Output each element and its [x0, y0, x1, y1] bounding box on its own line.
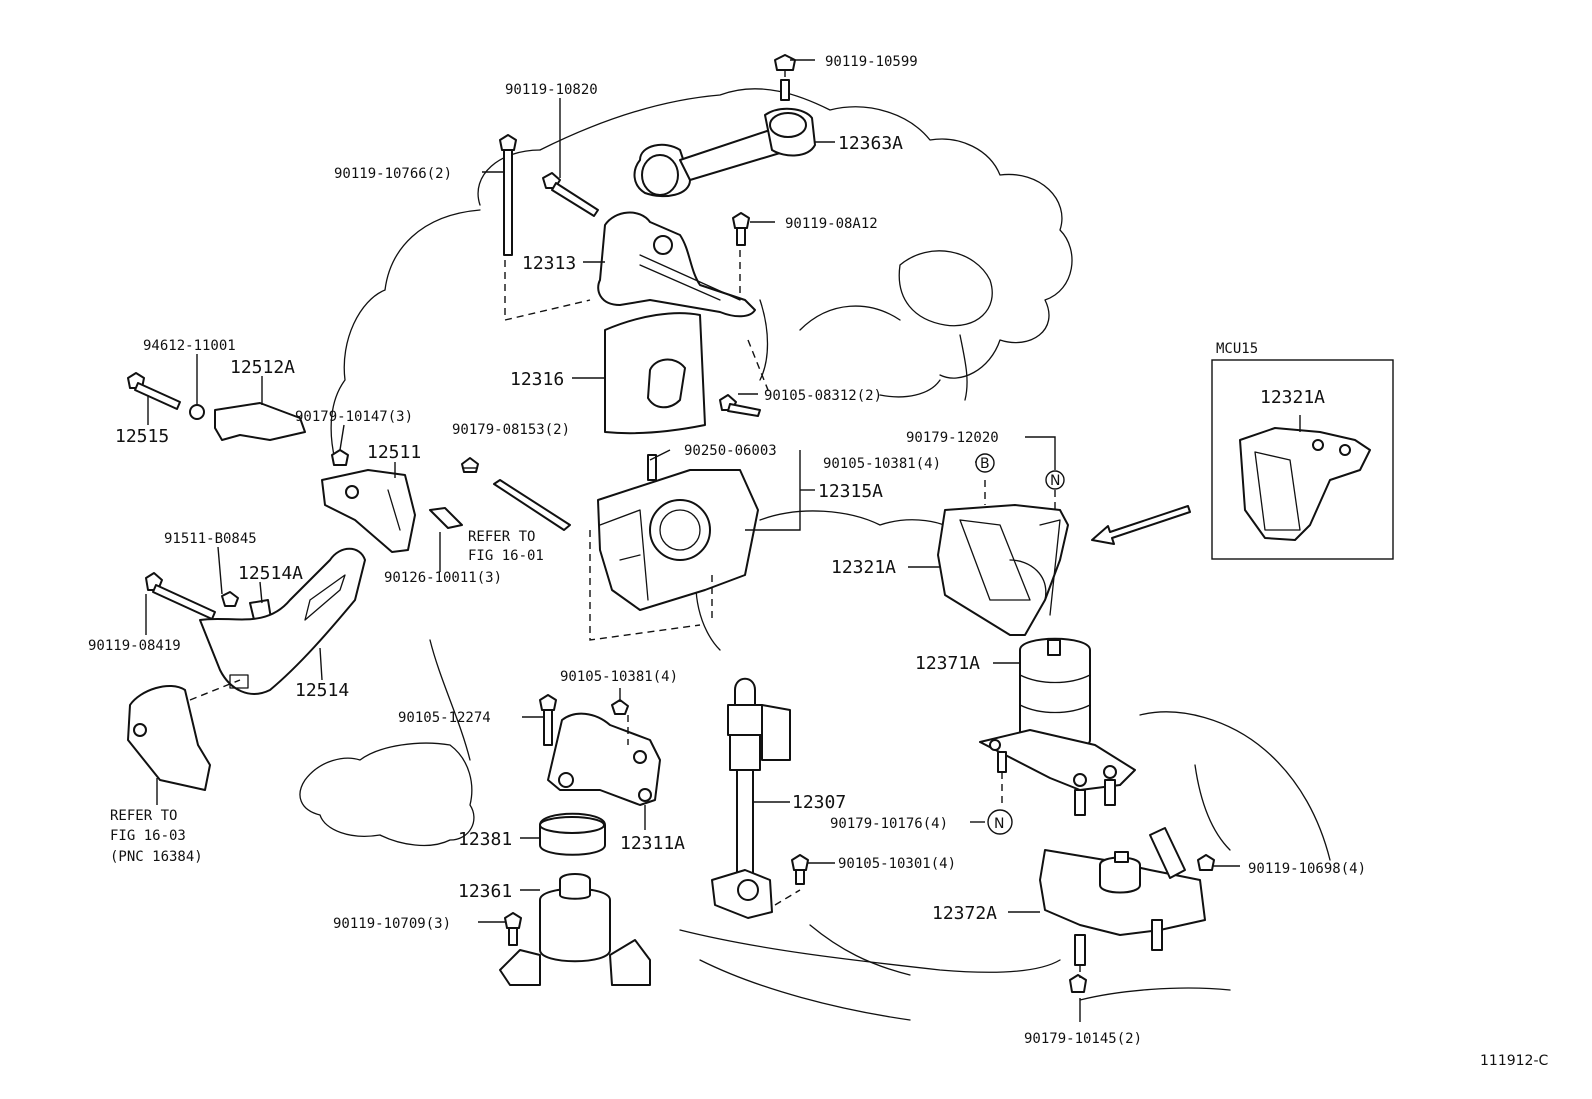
bolt-90105-10381-mid: [611, 699, 629, 715]
label-refer-fig-16-01-line1: REFER TO: [468, 529, 535, 545]
label-12372A: 12372A: [932, 903, 997, 924]
part-labels: 90119-10599 90119-10820 12363A 90119-107…: [88, 54, 1548, 1069]
stay-rod-12363A: [633, 70, 816, 198]
label-12321A-main: 12321A: [831, 557, 896, 578]
label-12313: 12313: [522, 253, 576, 274]
svg-text:N: N: [994, 816, 1004, 832]
bracket-12315A: [589, 469, 759, 641]
nut-90179-08153: [461, 457, 479, 473]
bolt-90105-08312: [719, 394, 761, 417]
label-12511: 12511: [367, 442, 421, 463]
marker-b: B: [975, 453, 995, 473]
mount-12371A: [979, 637, 1136, 816]
label-90179-12020: 90179-12020: [906, 430, 999, 446]
label-12371A: 12371A: [915, 653, 980, 674]
nut-90179-10147: [331, 449, 349, 466]
label-12311A: 12311A: [620, 833, 685, 854]
label-90126-10011: 90126-10011(3): [384, 570, 502, 586]
washer-94612-11001: [189, 404, 205, 420]
nut-90179-10145: [1069, 974, 1087, 993]
label-12514A: 12514A: [238, 563, 303, 584]
label-12514: 12514: [295, 680, 349, 701]
svg-text:N: N: [1050, 473, 1060, 489]
label-90250-06003: 90250-06003: [684, 443, 777, 459]
marker-n-bottom: N: [987, 809, 1013, 835]
label-12316: 12316: [510, 369, 564, 390]
label-94612-11001: 94612-11001: [143, 338, 236, 354]
label-12315A: 12315A: [818, 481, 883, 502]
bolt-90119-10766: [499, 134, 517, 256]
rod-12307: [711, 677, 791, 919]
label-90119-08A12: 90119-08A12: [785, 216, 878, 232]
bolt-90119-10820: [542, 172, 599, 217]
cushion-12381: [539, 812, 606, 856]
label-90119-10709: 90119-10709(3): [333, 916, 451, 932]
inset-box: [1211, 359, 1394, 560]
label-refer-fig-16-03-line1: REFER TO: [110, 808, 177, 824]
inset-part-label: 12321A: [1260, 387, 1325, 408]
bolt-90105-12274: [539, 694, 557, 746]
bracket-12514: [199, 547, 366, 695]
label-12363A: 12363A: [838, 133, 903, 154]
label-12307: 12307: [792, 792, 846, 813]
label-refer-fig-16-03-line3: (PNC 16384): [110, 849, 203, 865]
label-90105-10381-mid: 90105-10381(4): [560, 669, 678, 685]
mount-12361: [499, 873, 651, 986]
label-12515: 12515: [115, 426, 169, 447]
bracket-12511: [321, 469, 416, 553]
stud-90250-06003: [647, 454, 657, 481]
label-12381: 12381: [458, 829, 512, 850]
label-90179-08153: 90179-08153(2): [452, 422, 570, 438]
label-12512A: 12512A: [230, 357, 295, 378]
bolt-90119-10698: [1197, 854, 1215, 871]
label-refer-fig-16-03-line2: FIG 16-03: [110, 828, 186, 844]
bolt-90105-10301: [791, 854, 809, 885]
label-90105-10301: 90105-10301(4): [838, 856, 956, 872]
label-90119-10820: 90119-10820: [505, 82, 598, 98]
bolt-90119-10709: [504, 912, 522, 946]
bolt-90119-08419: [145, 572, 216, 620]
bolt-90119-08A12: [732, 212, 750, 246]
label-91511-B0845: 91511-B0845: [164, 531, 257, 547]
label-90179-10176: 90179-10176(4): [830, 816, 948, 832]
bracket-refer-16-03: [127, 685, 211, 791]
cushion-12316: [604, 312, 706, 435]
label-90119-08419: 90119-08419: [88, 638, 181, 654]
inset-arrow: [1091, 505, 1191, 545]
bracket-12321A: [937, 504, 1069, 636]
label-90105-10381-top: 90105-10381(4): [823, 456, 941, 472]
label-90119-10766: 90119-10766(2): [334, 166, 452, 182]
bolt-90119-10599: [774, 54, 796, 101]
label-refer-fig-16-01-line2: FIG 16-01: [468, 548, 544, 564]
label-90179-10145: 90179-10145(2): [1024, 1031, 1142, 1047]
bolt-91511-B0845: [221, 591, 239, 607]
engine-outline: [299, 88, 1331, 1021]
label-90119-10698: 90119-10698(4): [1248, 861, 1366, 877]
stud-90126-10011: [429, 507, 463, 529]
stud-long: [493, 479, 571, 531]
leader-lines: [145, 59, 1301, 1022]
mount-12372A: [1039, 827, 1206, 966]
bracket-12313: [597, 211, 756, 318]
diagram-id: 111912-C: [1480, 1053, 1548, 1069]
svg-text:B: B: [980, 456, 990, 472]
label-12361: 12361: [458, 881, 512, 902]
inset-title: MCU15: [1216, 341, 1258, 357]
bracket-12311A: [547, 712, 661, 806]
label-90179-10147: 90179-10147(3): [295, 409, 413, 425]
label-90105-12274: 90105-12274: [398, 710, 491, 726]
label-90105-08312: 90105-08312(2): [764, 388, 882, 404]
marker-n-top: N: [1045, 470, 1065, 490]
label-90119-10599: 90119-10599: [825, 54, 918, 70]
bracket-12512A: [214, 402, 306, 441]
bolt-12515: [127, 372, 181, 410]
